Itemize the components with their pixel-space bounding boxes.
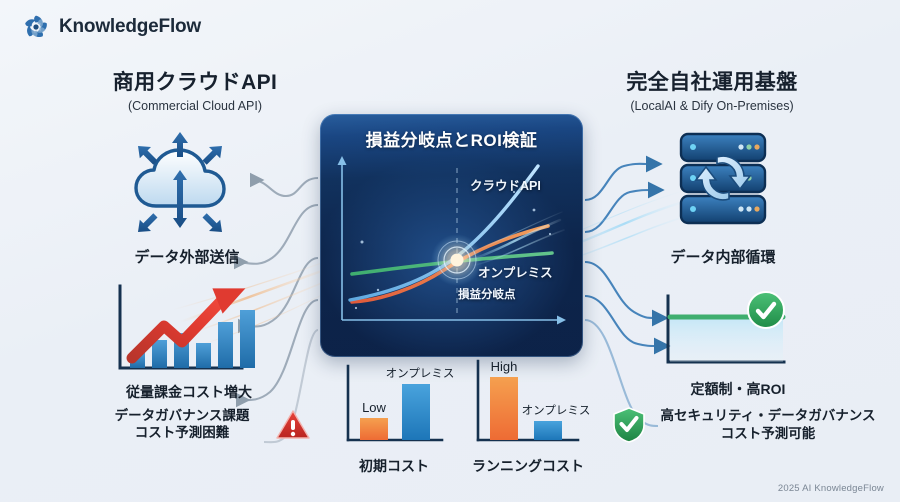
breakeven-chart-panel: 損益分岐点とROI検証 [320, 114, 583, 357]
cloud-egress-node: データ外部送信 [112, 128, 262, 267]
right-heading-sub: (LocalAI & Dify On-Premises) [630, 99, 794, 113]
security-benefit-line1: 高セキュリティ・データガバナンス [660, 408, 876, 424]
growth-cost-caption: 従量課金コスト増大 [126, 384, 252, 400]
internal-data-loop-node: データ内部循環 [648, 130, 798, 267]
security-benefit-text: 高セキュリティ・データガバナンス コスト予測可能 [654, 407, 882, 442]
cloud-data-egress-icon [134, 132, 226, 232]
flat-line-chart-icon [666, 291, 786, 364]
panel-label-onprem: オンプレミス [478, 266, 553, 280]
mini1-bar1-label: Low [362, 400, 386, 415]
mini-chart-running-cost-caption: ランニングコスト [472, 458, 584, 474]
cloud-caption: データ外部送信 [134, 249, 240, 266]
governance-warning-line2: コスト予測困難 [134, 424, 230, 440]
mini2-bar1-label: High [491, 359, 518, 374]
footer-credit: 2025 AI KnowledgeFlow [777, 483, 884, 494]
brand-logo: KnowledgeFlow [22, 13, 201, 41]
mini-chart-running-cost-svg: High オンプレミス [476, 359, 591, 442]
swirl-petals-logo-icon [25, 15, 47, 37]
panel-title: 損益分岐点とROI検証 [365, 131, 538, 150]
left-heading-main: 商用クラウドAPI [112, 71, 278, 94]
growth-cost-node: 従量課金コスト増大 [104, 278, 274, 402]
right-column-heading: 完全自社運用基盤 (LocalAI & Dify On-Premises) [542, 66, 882, 113]
panel-label-breakeven: 損益分岐点 [458, 289, 516, 301]
mini-chart-running-cost: High オンプレミス ランニングコスト [466, 355, 590, 476]
mini-chart-initial-cost: Low オンプレミス 初期コスト [336, 360, 455, 476]
panel-label-cloud: クラウドAPI [470, 179, 541, 193]
governance-warning-text: データガバナンス課題 コスト予測困難 [96, 408, 268, 442]
rising-bar-chart-with-red-arrow-icon [118, 284, 255, 370]
mini1-bar2-label: オンプレミス [386, 367, 455, 380]
governance-warning-line1: データガバナンス課題 [114, 408, 250, 423]
left-heading-sub: (Commercial Cloud API) [127, 99, 263, 113]
flat-cost-node: 定額制・高ROI [648, 290, 828, 399]
brand-name: KnowledgeFlow [59, 16, 202, 37]
left-column-heading: 商用クラウドAPI (Commercial Cloud API) [30, 66, 360, 113]
mini-chart-initial-cost-svg: Low オンプレミス [346, 364, 455, 442]
breakeven-chart-svg [337, 156, 566, 325]
flat-cost-caption: 定額制・高ROI [690, 381, 786, 397]
warning-triangle-icon [276, 410, 310, 439]
mini-chart-initial-cost-caption: 初期コスト [359, 458, 429, 474]
security-benefit-node: 高セキュリティ・データガバナンス コスト予測可能 [612, 406, 882, 444]
right-heading-main: 完全自社運用基盤 [626, 71, 798, 94]
green-shield-check-icon [613, 407, 645, 443]
mini2-bar2-label: オンプレミス [522, 404, 591, 417]
internal-loop-caption: データ内部循環 [670, 249, 776, 266]
security-benefit-line2: コスト予測可能 [720, 426, 816, 441]
server-rack-recycle-icon [679, 132, 767, 225]
governance-warning-node: データガバナンス課題 コスト予測困難 [96, 408, 311, 442]
